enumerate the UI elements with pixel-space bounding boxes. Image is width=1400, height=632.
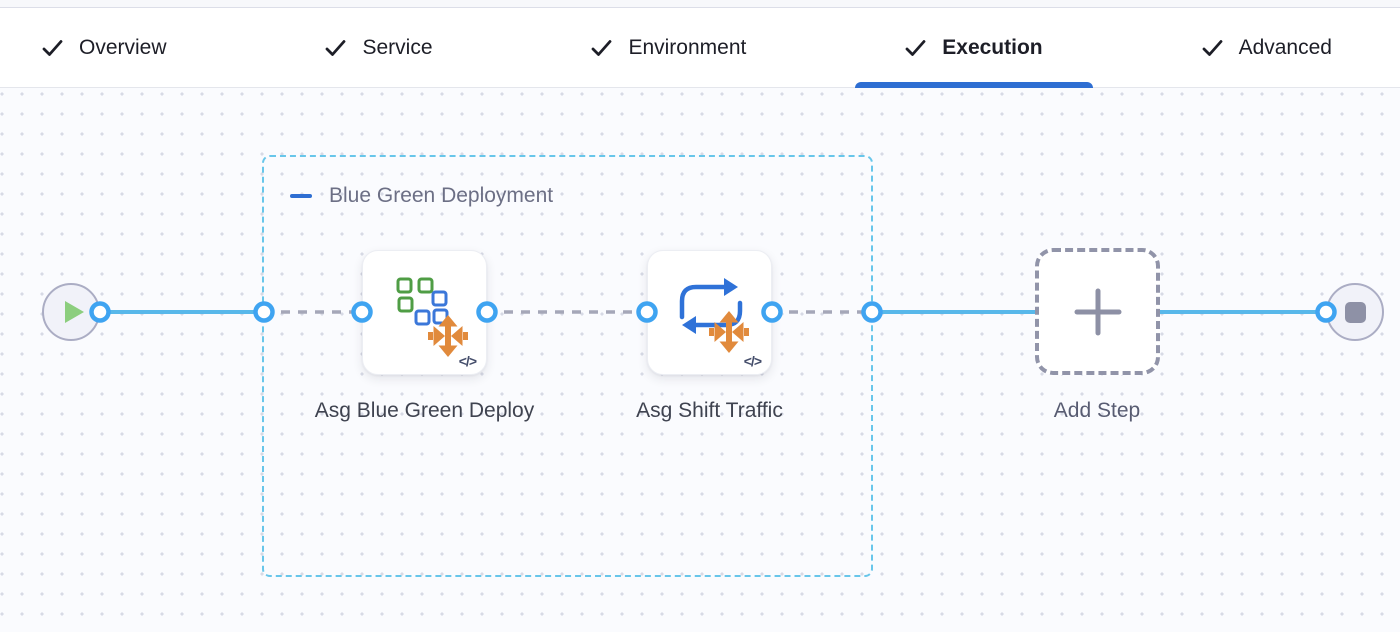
code-icon: </>: [743, 353, 762, 369]
tab-environment[interactable]: Environment: [591, 9, 746, 87]
stop-icon: [1344, 301, 1366, 323]
tab-advanced[interactable]: Advanced: [1202, 9, 1332, 87]
asg-shift-traffic-icon: [679, 278, 749, 353]
execution-graph-canvas[interactable]: Blue Green Deployment: [0, 88, 1400, 632]
step-node-asg-blue-green-deploy[interactable]: </>: [362, 250, 487, 375]
pipeline-end-node: [1326, 283, 1384, 341]
add-step-button[interactable]: [1035, 248, 1160, 375]
tab-label: Overview: [79, 36, 167, 59]
pipeline-start-node: [42, 283, 100, 341]
play-icon: [64, 301, 84, 323]
add-step-label: Add Step: [1053, 399, 1141, 422]
tab-overview[interactable]: Overview: [42, 9, 167, 87]
check-icon: [905, 40, 926, 56]
step-group-header[interactable]: Blue Green Deployment: [290, 184, 553, 208]
step-group-blue-green-deployment: Blue Green Deployment: [262, 155, 873, 577]
tab-label: Environment: [628, 36, 747, 59]
asg-blue-green-deploy-icon: [396, 277, 468, 357]
tab-label: Advanced: [1238, 36, 1332, 59]
tab-service[interactable]: Service: [325, 9, 433, 87]
step-label-asg-shift-traffic: Asg Shift Traffic: [636, 399, 783, 422]
check-icon: [592, 40, 612, 56]
top-strip: [0, 0, 1400, 8]
active-tab-underline: [854, 82, 1093, 88]
stage-config-tabbar: Overview Service Environment Execution A…: [0, 9, 1400, 88]
code-icon: </>: [458, 353, 477, 369]
step-group-title: Blue Green Deployment: [329, 184, 554, 207]
tab-label: Execution: [942, 36, 1043, 59]
check-icon: [1202, 40, 1222, 56]
step-label-asg-blue-green-deploy: Asg Blue Green Deploy: [314, 399, 535, 422]
plus-icon: [1074, 288, 1121, 335]
asg-scale-badge-icon: [709, 311, 749, 353]
collapse-group-icon[interactable]: [290, 194, 312, 198]
check-icon: [42, 40, 63, 56]
asg-scale-badge-icon: [428, 315, 468, 357]
tab-label: Service: [362, 36, 433, 59]
tab-execution[interactable]: Execution: [854, 9, 1093, 88]
step-node-asg-shift-traffic[interactable]: </>: [647, 250, 772, 375]
check-icon: [326, 40, 346, 56]
